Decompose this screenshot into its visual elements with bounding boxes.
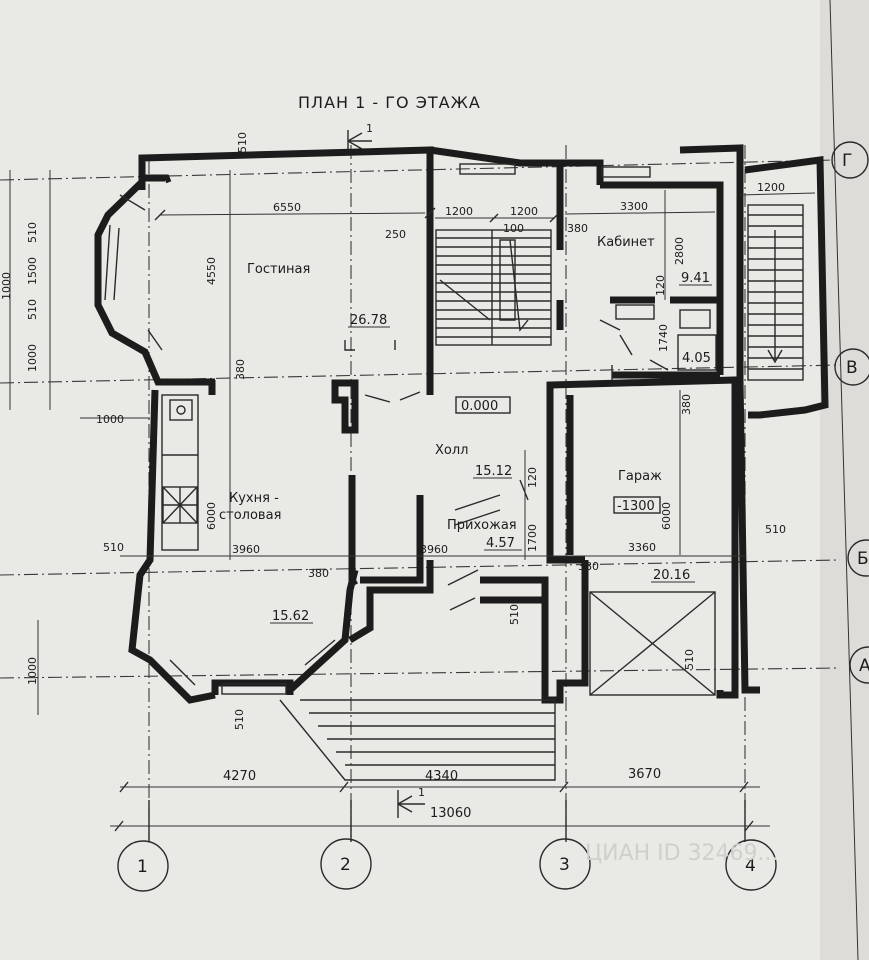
dim-380-b: 380 xyxy=(234,359,247,380)
level-hall: 0.000 xyxy=(461,399,498,414)
outer-walls xyxy=(94,144,829,704)
dimension-lines xyxy=(9,170,816,832)
room-kitchen-line2: столовая xyxy=(219,508,281,523)
dim-2800: 2800 xyxy=(673,237,686,265)
axis-bubble-V xyxy=(834,348,869,386)
dim-v-510-a: 510 xyxy=(26,222,39,243)
dim-120-b: 120 xyxy=(526,467,539,488)
windows xyxy=(104,163,651,695)
section-mark-top: 1 xyxy=(347,122,373,152)
dim-1200-b: 1200 xyxy=(510,205,538,218)
axis-bubble-4 xyxy=(725,839,777,891)
dim-1700: 1700 xyxy=(526,524,539,552)
level-garage: -1300 xyxy=(617,499,655,514)
axis-label-2: 2 xyxy=(340,855,351,875)
area-study: 9.41 xyxy=(681,271,710,286)
dim-3300: 3300 xyxy=(620,200,648,213)
kitchen-fittings xyxy=(161,394,199,551)
area-entry: 4.57 xyxy=(486,536,515,551)
dim-1200-a: 1200 xyxy=(445,205,473,218)
room-kitchen-line1: Кухня - xyxy=(229,491,279,506)
dim-4340: 4340 xyxy=(425,769,458,784)
dim-13060: 13060 xyxy=(430,806,471,821)
dim-6000-a: 6000 xyxy=(205,502,218,530)
room-labels: Гостиная Кухня - столовая Холл Прихожая … xyxy=(219,235,662,533)
axis-bubble-3 xyxy=(539,838,591,890)
axis-markers: 1 2 3 4 Г В Б А xyxy=(117,141,869,892)
room-study: Кабинет xyxy=(597,235,655,250)
plan-title: ПЛАН 1 - ГО ЭТАЖА xyxy=(298,93,481,112)
axis-bubble-2 xyxy=(320,838,372,890)
dim-6000-b: 6000 xyxy=(660,502,673,530)
area-kitchen: 15.62 xyxy=(272,609,309,624)
garage-pit xyxy=(589,591,716,696)
axis-bubble-A xyxy=(849,646,869,684)
dim-100: 100 xyxy=(503,222,524,235)
dim-3360: 3360 xyxy=(628,541,656,554)
door-swings xyxy=(344,340,529,611)
dim-510-top: 510 xyxy=(236,132,249,153)
room-garage: Гараж xyxy=(618,469,662,484)
axis-bubble-1 xyxy=(117,840,169,892)
dimension-labels: 6550 1200 1200 3300 1200 250 100 380 280… xyxy=(0,132,786,821)
dim-510-left: 510 xyxy=(103,541,124,554)
interior-walls xyxy=(208,190,720,604)
room-entry: Прихожая xyxy=(447,518,517,533)
area-living: 26.78 xyxy=(350,313,387,328)
dim-380-c: 380 xyxy=(680,394,693,415)
axis-label-4: 4 xyxy=(745,856,756,876)
axis-label-V: В xyxy=(846,358,858,378)
room-living: Гостиная xyxy=(247,262,310,277)
dim-4270: 4270 xyxy=(223,769,256,784)
dim-380-e: 380 xyxy=(578,560,599,573)
dim-510-e: 510 xyxy=(233,709,246,730)
dim-1000-b: 1000 xyxy=(26,657,39,685)
dim-6550: 6550 xyxy=(273,201,301,214)
area-labels: 26.78 15.62 15.12 4.57 20.16 9.41 4.05 xyxy=(270,271,712,624)
entrance-steps xyxy=(279,699,556,781)
axis-bubble-B xyxy=(847,539,869,577)
area-hall: 15.12 xyxy=(475,464,512,479)
section-mark-bottom-label: 1 xyxy=(418,786,425,799)
dim-510-c: 510 xyxy=(508,604,521,625)
dim-v-510-b: 510 xyxy=(26,299,39,320)
axis-label-3: 3 xyxy=(559,855,570,875)
section-mark-top-label: 1 xyxy=(366,122,373,135)
dim-v-1000: 1000 xyxy=(0,272,13,300)
axis-label-A: А xyxy=(859,656,869,676)
dim-1200-c: 1200 xyxy=(757,181,785,194)
watermark: ЦИАН ID 32469... xyxy=(585,841,779,866)
area-bath: 4.05 xyxy=(682,351,711,366)
dim-250: 250 xyxy=(385,228,406,241)
dim-3960-b: 3960 xyxy=(420,543,448,556)
dim-3960-a: 3960 xyxy=(232,543,260,556)
dim-4550: 4550 xyxy=(205,257,218,285)
side-staircase xyxy=(747,204,804,381)
section-mark-bottom: 1 xyxy=(397,786,425,818)
dim-1000-a: 1000 xyxy=(96,413,124,426)
dim-510-right: 510 xyxy=(765,523,786,536)
axis-label-B: Б xyxy=(857,549,869,569)
bath-fixtures xyxy=(599,304,717,380)
axis-grid xyxy=(0,145,841,840)
dim-v-1000-b: 1000 xyxy=(26,344,39,372)
dim-380-d: 380 xyxy=(308,567,329,580)
dim-380-a: 380 xyxy=(567,222,588,235)
axis-label-G: Г xyxy=(842,151,852,171)
level-marks: 0.000 -1300 xyxy=(455,396,661,514)
main-staircase xyxy=(435,229,552,346)
dim-120-a: 120 xyxy=(654,275,667,296)
room-hall: Холл xyxy=(435,443,468,458)
dim-510-d: 510 xyxy=(683,649,696,670)
axis-label-1: 1 xyxy=(137,857,148,877)
dim-3670: 3670 xyxy=(628,767,661,782)
dim-v-1500: 1500 xyxy=(26,257,39,285)
dim-1740: 1740 xyxy=(657,324,670,352)
area-garage: 20.16 xyxy=(653,568,690,583)
axis-bubble-G xyxy=(831,141,869,179)
